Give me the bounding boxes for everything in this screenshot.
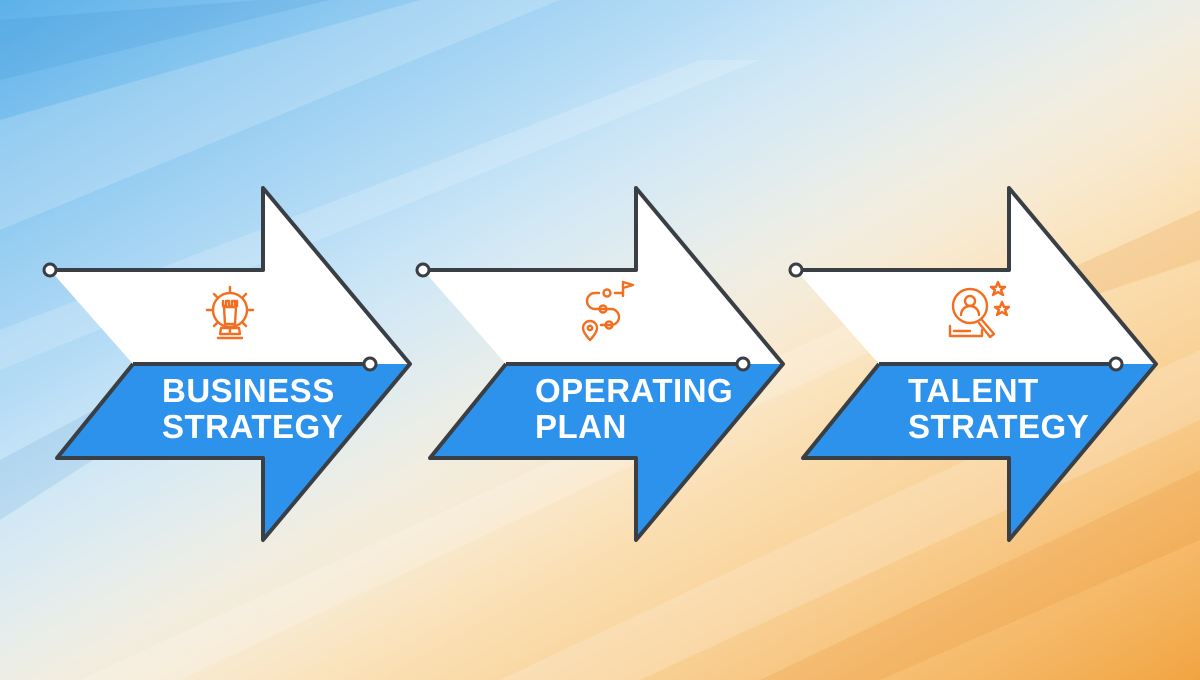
step-arrow-operating-plan: OPERATING PLAN [415,186,785,542]
connector-dot-right [735,356,751,372]
arrow-top-half [796,188,1156,364]
step-label-line1: OPERATING [535,372,733,409]
person-search-stars-icon [948,280,1011,339]
connector-dot-left [42,262,58,278]
step-arrow-business-strategy: BUSINESS STRATEGY [42,186,412,542]
arrow-outline [796,186,1158,542]
arrow-outline [423,186,785,542]
arrow-outline [50,186,412,542]
connector-dot-right [1108,356,1124,372]
connector-dot-left [415,262,431,278]
chess-rook-gear-icon [205,285,255,340]
step-label-line2: STRATEGY [908,408,1089,445]
route-map-flag-icon [581,280,635,342]
step-label-line2: PLAN [535,408,627,445]
connector-dot-left [788,262,804,278]
connector-dot-right [362,356,378,372]
step-label-line1: TALENT [908,372,1039,409]
step-arrow-talent-strategy: TALENT STRATEGY [788,186,1158,542]
step-label-line2: STRATEGY [162,408,343,445]
step-label-line1: BUSINESS [162,372,335,409]
arrow-top-half [423,188,783,364]
